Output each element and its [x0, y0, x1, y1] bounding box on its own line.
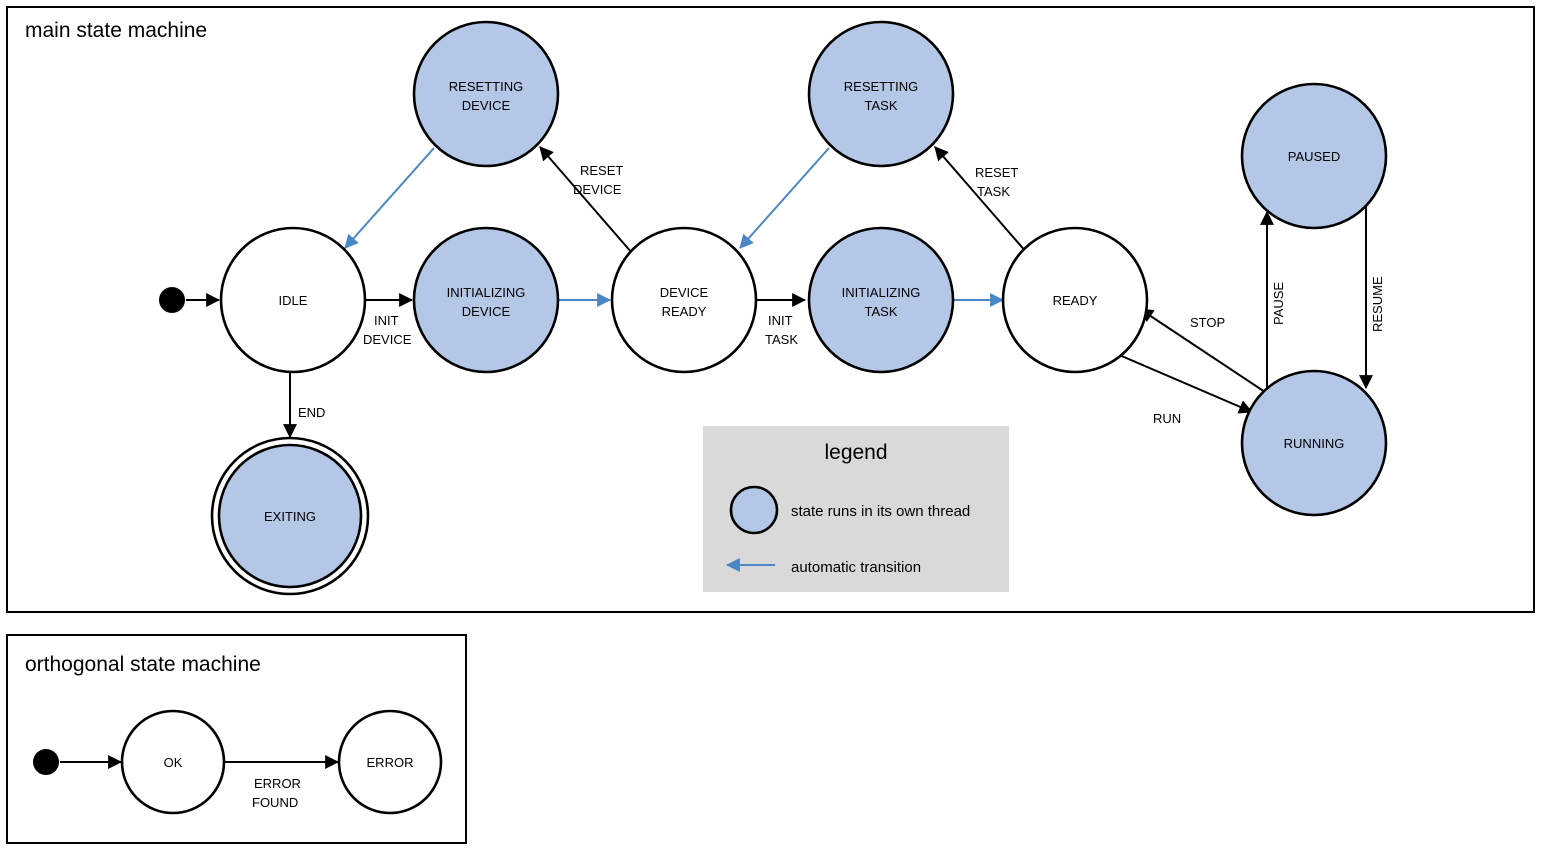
- edge-resetting-device-idle: [344, 147, 435, 249]
- main-transitions: INIT DEVICE RESET DEVICE END INIT TASK: [159, 146, 1385, 439]
- initial-state-dot: [159, 287, 185, 313]
- state-initializing-task-label-line1: INITIALIZING: [842, 285, 921, 300]
- state-error-label: ERROR: [367, 755, 414, 770]
- state-paused-label: PAUSED: [1288, 149, 1341, 164]
- transition-idle-to-exiting: END: [283, 372, 325, 439]
- orthogonal-transitions: ERROR FOUND: [33, 749, 340, 810]
- state-idle-shape[interactable]: [219, 226, 367, 374]
- transition-device-ready-to-resetting-device: RESET DEVICE: [539, 146, 633, 254]
- state-initializing-device-shape[interactable]: [412, 226, 560, 374]
- state-initializing-device[interactable]: INITIALIZING DEVICE: [412, 226, 560, 374]
- legend-automatic-transition-text: automatic transition: [791, 559, 921, 576]
- edge-device-ready-resetting-device: [539, 146, 633, 254]
- transition-device-ready-to-initializing-task: INIT TASK: [757, 293, 807, 347]
- transition-start-to-idle: [159, 287, 221, 313]
- state-resetting-device[interactable]: RESETTING DEVICE: [412, 20, 560, 168]
- transition-running-to-ready: STOP: [1139, 308, 1266, 393]
- state-idle[interactable]: IDLE: [219, 226, 367, 374]
- edge-label-pause: PAUSE: [1271, 282, 1286, 325]
- legend-item-automatic-transition: automatic transition: [725, 558, 921, 576]
- edge-label-stop: STOP: [1190, 315, 1225, 330]
- transition-ok-to-error: ERROR FOUND: [225, 755, 340, 810]
- legend-title: legend: [824, 441, 887, 464]
- edge-label-resume: RESUME: [1370, 276, 1385, 332]
- edge-label-reset-task-line1: RESET: [975, 165, 1018, 180]
- legend-item-thread-state: state runs in its own thread: [729, 485, 970, 535]
- legend-thread-state-text: state runs in its own thread: [791, 503, 970, 520]
- state-error[interactable]: ERROR: [337, 709, 443, 815]
- edge-label-reset-task-line2: TASK: [977, 184, 1010, 199]
- state-initializing-task[interactable]: INITIALIZING TASK: [807, 226, 955, 374]
- orthogonal-state-machine-frame: orthogonal state machine ERROR FOUND OK …: [6, 634, 467, 844]
- state-running-shape[interactable]: [1240, 369, 1388, 517]
- state-resetting-device-label-line2: DEVICE: [462, 98, 511, 113]
- state-initializing-task-shape[interactable]: [807, 226, 955, 374]
- state-device-ready[interactable]: DEVICE READY: [610, 226, 758, 374]
- state-device-ready-shape[interactable]: [610, 226, 758, 374]
- transition-running-to-paused: PAUSE: [1260, 210, 1286, 400]
- edge-ready-resetting-task: [934, 146, 1028, 254]
- edge-label-reset-device-line1: RESET: [580, 163, 623, 178]
- main-frame-title: main state machine: [25, 19, 207, 42]
- edge-label-error-found-line1: ERROR: [254, 776, 301, 791]
- state-exiting-shape[interactable]: [217, 443, 363, 589]
- state-resetting-task-shape[interactable]: [807, 20, 955, 168]
- edge-label-init-device-line1: INIT: [374, 313, 399, 328]
- state-resetting-task-label-line2: TASK: [865, 98, 898, 113]
- edge-label-init-device-line2: DEVICE: [363, 332, 412, 347]
- transition-resetting-device-to-idle: [344, 147, 435, 249]
- transition-resetting-task-to-device-ready: [739, 147, 830, 249]
- legend-thread-state-swatch: [729, 485, 779, 535]
- state-exiting-outer-ring: [210, 436, 370, 596]
- state-resetting-device-shape[interactable]: [412, 20, 560, 168]
- state-exiting[interactable]: EXITING: [210, 436, 370, 596]
- state-resetting-device-label-line1: RESETTING: [449, 79, 523, 94]
- state-device-ready-label-line2: READY: [662, 304, 707, 319]
- state-error-shape[interactable]: [337, 709, 443, 815]
- state-idle-label: IDLE: [279, 293, 308, 308]
- edge-label-reset-device-line2: DEVICE: [573, 182, 622, 197]
- state-ready[interactable]: READY: [1001, 226, 1149, 374]
- state-ready-shape[interactable]: [1001, 226, 1149, 374]
- state-ready-label: READY: [1053, 293, 1098, 308]
- transition-ready-to-running: RUN: [1116, 353, 1254, 426]
- edge-running-ready: [1139, 308, 1266, 393]
- transition-start-to-ok: [33, 749, 123, 775]
- main-states: IDLE RESETTING DEVICE INITIALIZING DEVIC…: [210, 20, 1388, 596]
- state-initializing-task-label-line2: TASK: [865, 304, 898, 319]
- state-device-ready-label-line1: DEVICE: [660, 285, 709, 300]
- state-exiting-label: EXITING: [264, 509, 316, 524]
- state-initializing-device-label-line2: DEVICE: [462, 304, 511, 319]
- state-ok-label: OK: [164, 755, 183, 770]
- edge-label-init-task-line1: INIT: [768, 313, 793, 328]
- state-running-label: RUNNING: [1284, 436, 1345, 451]
- orthogonal-states: OK ERROR: [120, 709, 443, 815]
- orthogonal-initial-state-dot: [33, 749, 59, 775]
- transition-idle-to-initializing-device: INIT DEVICE: [363, 293, 414, 347]
- state-ok[interactable]: OK: [120, 709, 226, 815]
- state-paused[interactable]: PAUSED: [1240, 82, 1388, 230]
- state-initializing-device-label-line1: INITIALIZING: [447, 285, 526, 300]
- transition-ready-to-resetting-task: RESET TASK: [934, 146, 1028, 254]
- state-running[interactable]: RUNNING: [1240, 369, 1388, 517]
- orthogonal-frame-title: orthogonal state machine: [25, 653, 261, 676]
- transition-paused-to-running: RESUME: [1359, 205, 1385, 390]
- edge-label-error-found-line2: FOUND: [252, 795, 298, 810]
- edge-label-init-task-line2: TASK: [765, 332, 798, 347]
- edge-label-end: END: [298, 405, 325, 420]
- state-resetting-task-label-line1: RESETTING: [844, 79, 918, 94]
- state-ok-shape[interactable]: [120, 709, 226, 815]
- legend: legend state runs in its own thread auto…: [703, 426, 1009, 592]
- state-paused-shape[interactable]: [1240, 82, 1388, 230]
- edge-ready-running: [1116, 353, 1254, 414]
- edge-label-run: RUN: [1153, 411, 1181, 426]
- edge-resetting-task-device-ready: [739, 147, 830, 249]
- state-resetting-task[interactable]: RESETTING TASK: [807, 20, 955, 168]
